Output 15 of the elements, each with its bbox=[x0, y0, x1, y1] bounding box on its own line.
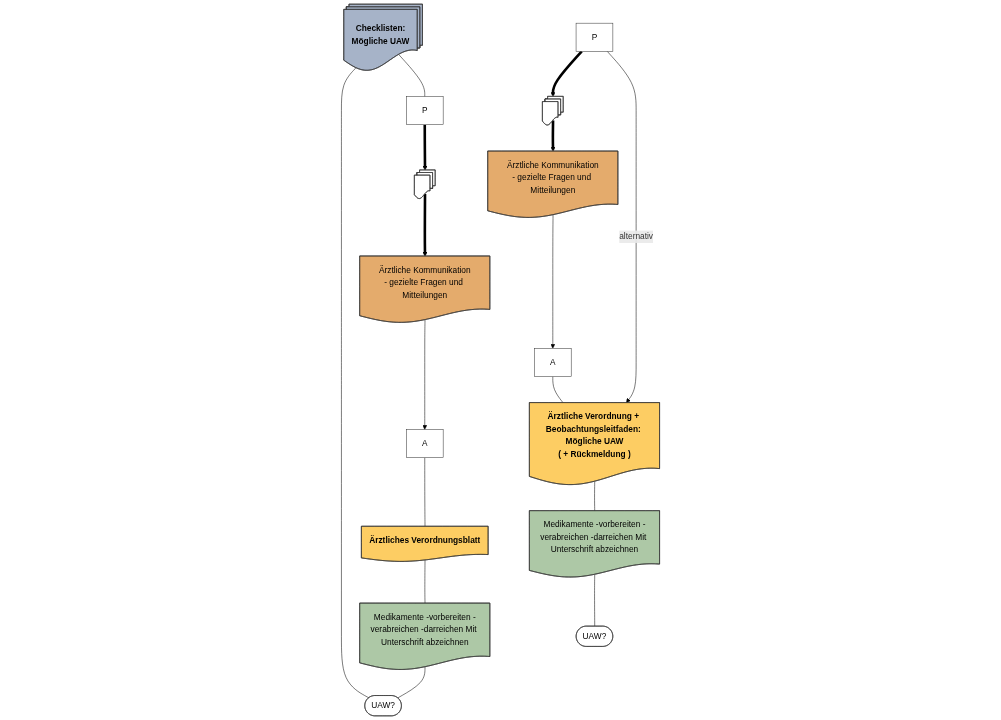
node-box: A bbox=[406, 429, 444, 458]
connector bbox=[594, 574, 595, 627]
connector bbox=[594, 481, 595, 512]
connector bbox=[341, 67, 370, 699]
edge-label: alternativ bbox=[619, 232, 654, 241]
connector bbox=[397, 666, 426, 699]
node-box: P bbox=[575, 22, 614, 52]
arrow bbox=[422, 194, 428, 257]
node-box: P bbox=[406, 96, 444, 125]
node-box: A bbox=[534, 348, 572, 377]
connector bbox=[398, 54, 425, 97]
arrow bbox=[550, 120, 556, 152]
arrow bbox=[550, 50, 583, 97]
connector bbox=[552, 376, 564, 404]
arrow bbox=[422, 124, 428, 171]
